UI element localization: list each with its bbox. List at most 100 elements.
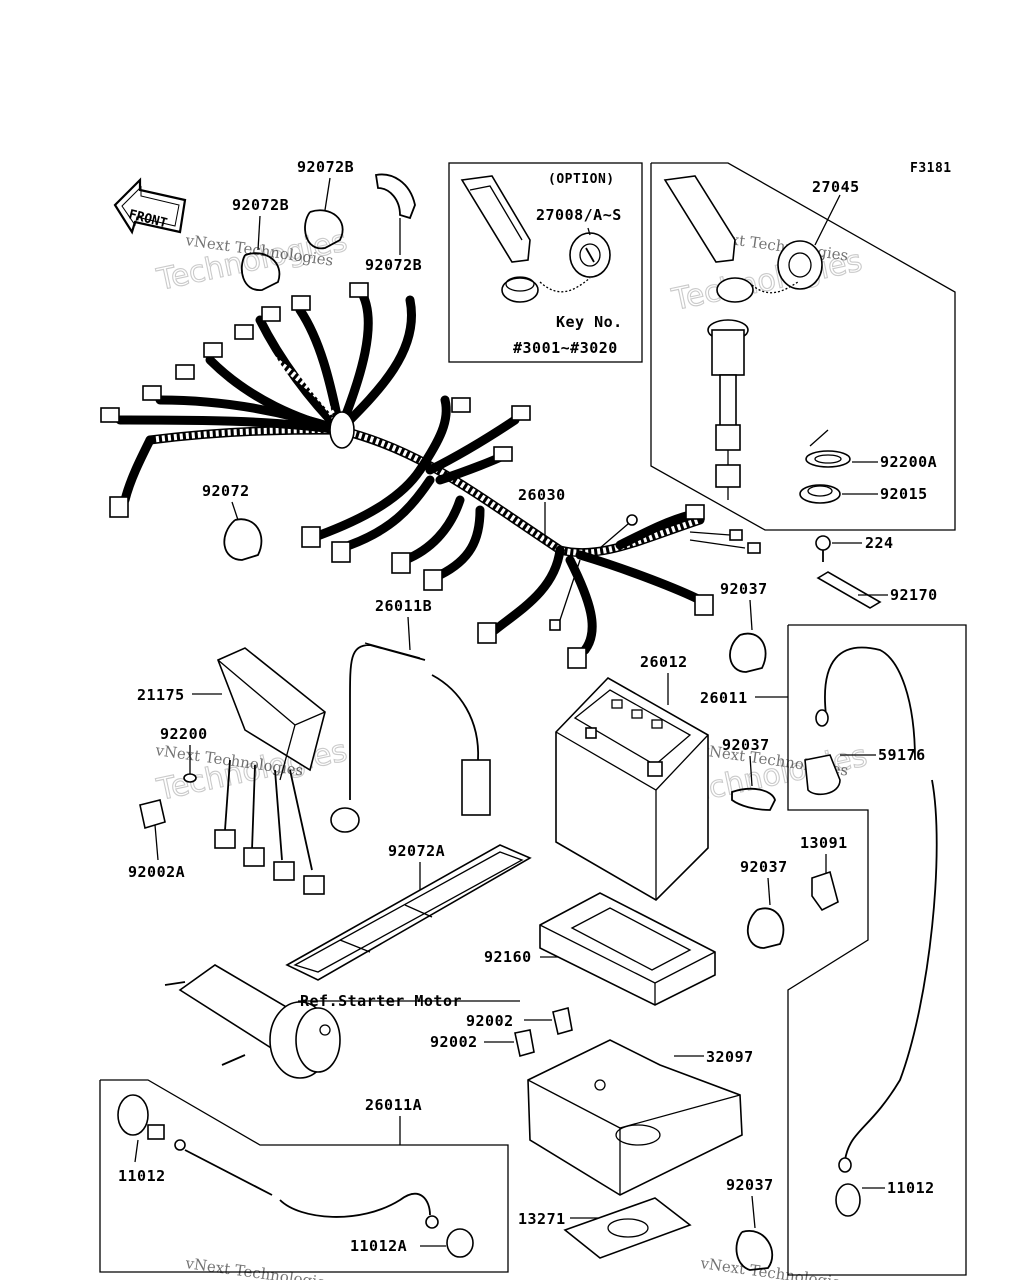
connector-icon [100,407,120,423]
part-92072B: 92072B [365,256,422,274]
bolt-strap-group: 224 92170 [815,534,938,609]
part-11012A: 11012A [350,1237,407,1255]
cable-26011A-box: 26011A 11012 11012A [99,1079,509,1273]
part-92037: 92037 [726,1176,774,1194]
part-92015: 92015 [880,485,928,503]
terminal-boot-icon [835,1183,861,1217]
bolt-icon [552,1007,573,1036]
clamp-icon [223,518,263,561]
regulator-21175: 21175 [137,647,326,895]
part-92037: 92037 [720,580,768,598]
option-box: (OPTION) 27008/A~S Key No. #3001~#3020 [448,162,643,363]
clamp-92037-b-and-59176: 92037 59176 [722,736,926,811]
terminal-boot-icon [117,1094,149,1136]
key-number-range: #3001~#3020 [513,339,618,357]
part-92200: 92200 [160,725,208,743]
ring-terminal-icon [425,1215,439,1229]
part-26011: 26011 [700,689,748,707]
key-cap-icon [716,277,754,303]
connector-icon [303,875,325,895]
connector-icon [301,526,321,548]
connector-icon [175,364,195,380]
connector-icon [142,385,162,401]
part-92072B: 92072B [297,158,354,176]
key-cap-icon [501,277,539,303]
part-92002: 92002 [466,1012,514,1030]
connector-icon [291,295,311,311]
part-13091: 13091 [800,834,848,852]
connector-icon [477,622,497,644]
watermark-brand: vNext Technologies [698,1254,849,1280]
connector-icon [549,619,561,631]
watermark-brand: vNext Technologies [183,1254,334,1280]
front-arrow-icon: FRONT [113,177,187,235]
connector-icon [567,647,587,669]
wiring-harness: 26030 [100,282,761,669]
ignition-switch-icon [777,240,823,290]
part-11012: 11012 [887,1179,935,1197]
cover-32097-group: 92002 92002 32097 [430,1007,754,1196]
clamp-group-92072B: 92072B 92072B 92072B [232,158,422,291]
bolt-icon [514,1029,535,1058]
connector-icon [273,861,295,881]
reference-starter-motor: Ref.Starter Motor [300,992,462,1010]
washer-icon [183,773,197,783]
clamp-92037-a: 92037 [720,580,768,673]
part-11012: 11012 [118,1167,166,1185]
part-224: 224 [865,534,894,552]
strap-92072A: 92072A [285,842,532,981]
terminal-cover-icon [804,754,841,796]
clamp-icon [729,632,767,673]
connector-icon [747,542,761,554]
part-92002A: 92002A [128,863,185,881]
connector-icon [214,829,236,849]
part-26011A: 26011A [365,1096,422,1114]
terminal-boot-icon [446,1228,474,1258]
strap-icon [285,844,532,981]
starter-motor: Ref.Starter Motor [164,964,520,1079]
part-32097: 32097 [706,1048,754,1066]
clamp-icon [735,1229,774,1271]
part-26011B: 26011B [375,597,432,615]
part-92072B: 92072B [232,196,289,214]
key-cover-icon [460,175,531,263]
connector-icon [729,529,743,541]
ring-terminal-icon [174,1139,186,1151]
connector-icon [451,397,471,413]
ring-terminal-icon [626,514,638,526]
grommet-icon [329,411,355,449]
bolt-icon [815,535,831,551]
bracket-icon [811,870,839,912]
ring-terminal-icon [815,709,829,727]
bracket-icon [563,1197,692,1259]
part-92072A: 92072A [388,842,445,860]
bolt-icon [139,799,166,830]
part-26030: 26030 [518,486,566,504]
switch-assembly-box: 27045 92200A 92015 [650,162,956,531]
part-92037: 92037 [740,858,788,876]
ring-terminal-icon [330,807,360,833]
clamp-icon [304,209,344,250]
part-92170: 92170 [890,586,938,604]
part-13271: 13271 [518,1210,566,1228]
connector-icon [423,569,443,591]
cover-icon [527,1039,743,1196]
part-59176: 59176 [878,746,926,764]
strap-icon [816,571,882,609]
clamp-92072: 92072 [202,482,263,561]
cable-26011-box: 26011 [700,624,967,1276]
terminal-boot-icon [461,759,491,816]
tray-92160: 92160 [484,892,716,1006]
nut-icon [799,484,841,504]
connector-icon [493,446,513,462]
connector-icon [261,306,281,322]
part-26012: 26012 [640,653,688,671]
clamp-icon [374,173,416,220]
key-cover-icon [663,175,736,263]
clamp-icon [746,907,785,949]
ring-terminal-icon [838,1157,852,1173]
clamp-92037-c: 92037 [740,858,788,949]
washer-icon [805,450,851,468]
connector-icon [349,282,369,298]
